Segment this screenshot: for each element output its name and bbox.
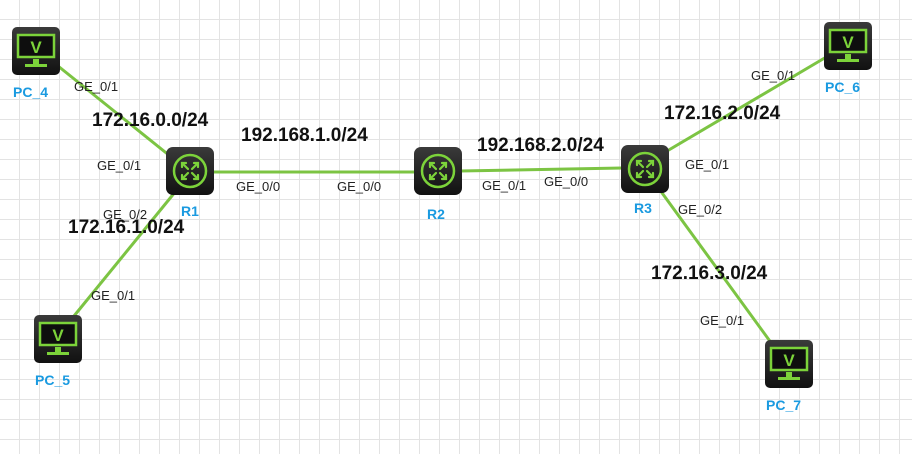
pc-monitor-icon: V [34, 315, 82, 363]
pc-7[interactable]: V PC_7 [765, 340, 813, 413]
network-label-r3-pc7: 172.16.3.0/24 [651, 263, 768, 284]
pc-monitor-icon: V [824, 22, 872, 70]
router-icon [166, 147, 214, 195]
port-label-r1-ge01: GE_0/1 [97, 158, 141, 173]
router-r2-label: R2 [427, 206, 445, 222]
port-label-r2-ge00: GE_0/0 [337, 179, 381, 194]
port-label-pc4-ge01: GE_0/1 [74, 79, 118, 94]
router-r3[interactable]: R3 [621, 145, 669, 216]
link-r3-pc7[interactable] [655, 185, 774, 345]
pc-monitor-icon: V [765, 340, 813, 388]
link-r3-pc6[interactable] [661, 54, 829, 156]
router-icon [414, 147, 462, 195]
port-label-pc6-ge01: GE_0/1 [751, 68, 795, 83]
port-label-pc5-ge01: GE_0/1 [91, 288, 135, 303]
pc-6[interactable]: V PC_6 [824, 22, 872, 95]
link-pc5-r1[interactable] [72, 185, 182, 317]
links [57, 54, 829, 345]
router-r2[interactable]: R2 [414, 147, 462, 222]
pc-4-label: PC_4 [13, 84, 48, 100]
network-label-r1-r2: 192.168.1.0/24 [241, 125, 368, 146]
port-label-r1-ge00: GE_0/0 [236, 179, 280, 194]
network-label-r2-r3: 192.168.2.0/24 [477, 135, 604, 156]
router-r1[interactable]: R1 [166, 147, 214, 219]
network-label-pc5-r1: 172.16.1.0/24 [68, 217, 185, 238]
network-labels: 172.16.0.0/24 172.16.1.0/24 192.168.1.0/… [68, 103, 781, 284]
pc-5-label: PC_5 [35, 372, 70, 388]
network-label-r3-pc6: 172.16.2.0/24 [664, 103, 781, 124]
port-label-pc7-ge01: GE_0/1 [700, 313, 744, 328]
link-pc4-r1[interactable] [57, 64, 176, 162]
port-label-r3-ge02: GE_0/2 [678, 202, 722, 217]
pc-5[interactable]: V PC_5 [34, 315, 82, 388]
link-r2-r3[interactable] [459, 166, 623, 173]
svg-text:V: V [783, 351, 795, 370]
port-label-r2-ge01: GE_0/1 [482, 178, 526, 193]
pc-7-label: PC_7 [766, 397, 801, 413]
port-labels: GE_0/1 GE_0/1 GE_0/2 GE_0/1 GE_0/0 GE_0/… [74, 68, 795, 328]
router-icon [621, 145, 669, 193]
router-r3-label: R3 [634, 200, 652, 216]
pc-6-label: PC_6 [825, 79, 860, 95]
pc-4[interactable]: V PC_4 [12, 27, 60, 100]
port-label-r3-ge00: GE_0/0 [544, 174, 588, 189]
svg-text:V: V [52, 326, 64, 345]
network-label-pc4-r1: 172.16.0.0/24 [92, 110, 209, 131]
svg-text:V: V [30, 38, 42, 57]
pc-monitor-icon: V [12, 27, 60, 75]
port-label-r1-ge02: GE_0/2 [103, 207, 147, 222]
svg-text:V: V [842, 33, 854, 52]
router-r1-label: R1 [181, 203, 199, 219]
port-label-r3-ge01: GE_0/1 [685, 157, 729, 172]
